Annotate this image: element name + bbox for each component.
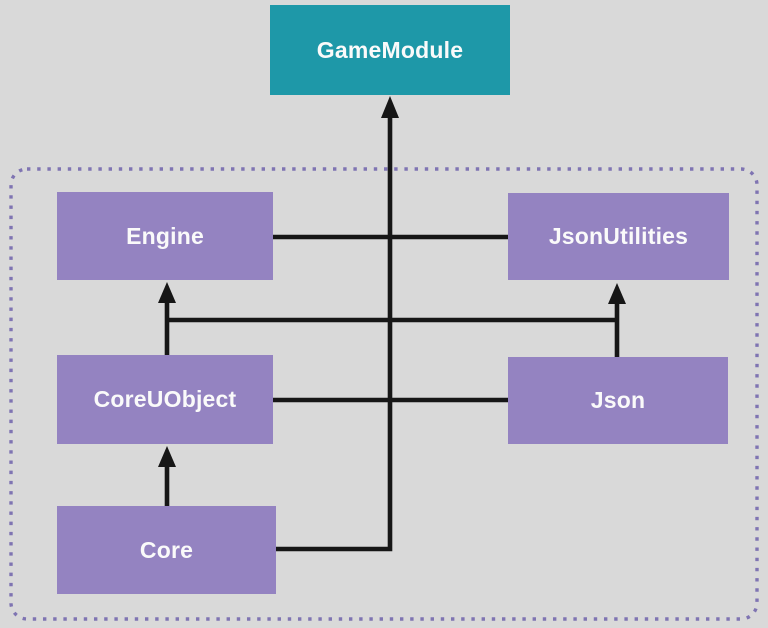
node-coreuobject-label: CoreUObject [93, 386, 237, 412]
engine-modules-group-outline [9, 167, 759, 621]
node-gamemodule: GameModule [270, 5, 510, 95]
node-jsonutilities-label: JsonUtilities [548, 223, 689, 249]
node-coreuobject: CoreUObject [57, 355, 273, 444]
node-gamemodule-label: GameModule [316, 36, 464, 63]
arrowhead-into-jsonutilities [608, 283, 626, 304]
arrowhead-into-coreuobject [158, 446, 176, 467]
node-jsonutilities: JsonUtilities [508, 193, 729, 280]
arrowhead-into-engine [158, 282, 176, 303]
node-json: Json [508, 357, 728, 444]
node-engine-label: Engine [126, 222, 204, 249]
node-core-label: Core [139, 536, 194, 563]
node-engine: Engine [57, 192, 273, 280]
node-core: Core [57, 506, 276, 594]
node-json-label: Json [590, 387, 646, 413]
arrowhead-into-gamemodule [381, 96, 399, 118]
connector-core-to-gamemodule [276, 116, 393, 552]
